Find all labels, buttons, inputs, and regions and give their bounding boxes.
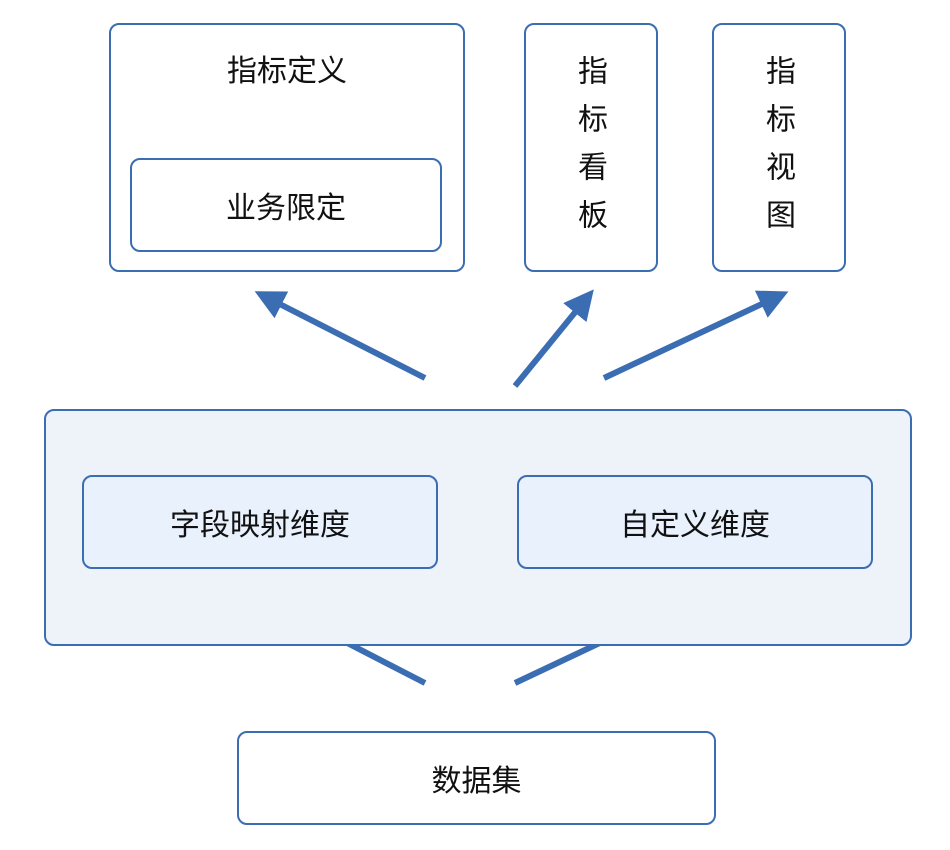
- business-constraint-label: 业务限定: [226, 191, 346, 226]
- indicator-board-label: 指标看板: [572, 55, 607, 247]
- dimension-panel: 字段映射维度 自定义维度: [44, 409, 912, 646]
- business-constraint-box: 业务限定: [130, 158, 442, 252]
- indicator-view-label: 指标视图: [760, 55, 795, 247]
- dataset-box: 数据集: [237, 731, 716, 825]
- custom-dimension-box: 自定义维度: [517, 475, 873, 569]
- field-mapping-dimension-box: 字段映射维度: [82, 475, 438, 569]
- field-mapping-dimension-label: 字段映射维度: [170, 508, 350, 543]
- arrow-to-indicator-definition: [254, 291, 427, 381]
- custom-dimension-label: 自定义维度: [620, 508, 770, 543]
- arrow-to-indicator-view: [602, 290, 789, 381]
- indicator-definition-label: 指标定义: [227, 54, 347, 89]
- arrow-to-indicator-board: [512, 289, 594, 388]
- indicator-definition-box: 指标定义 业务限定: [109, 23, 465, 272]
- indicator-board-box: 指标看板: [524, 23, 658, 272]
- indicator-view-box: 指标视图: [712, 23, 846, 272]
- dataset-label: 数据集: [431, 764, 522, 799]
